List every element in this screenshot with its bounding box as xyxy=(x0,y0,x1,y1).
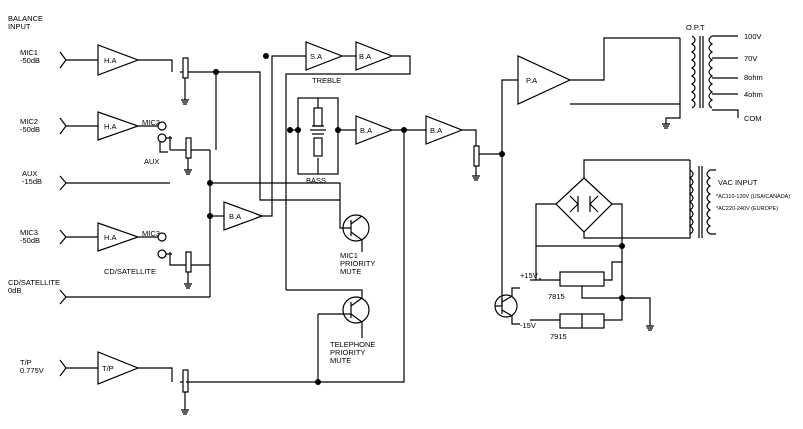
mic2-aux-switch-contact xyxy=(157,133,167,143)
reg-7815-label: 7815 xyxy=(548,292,565,301)
tone-buffer-amp-label: B.A xyxy=(360,126,372,135)
mic2-head-amp-label: H.A xyxy=(104,122,117,131)
mic1-head-amp xyxy=(97,44,140,76)
vac-input-label: VAC INPUT xyxy=(718,178,758,187)
mixer-buffer-amp xyxy=(223,201,264,231)
out-com-label: COM xyxy=(744,114,762,123)
power-amp-label: P.A xyxy=(526,76,537,85)
tp-volume-pot xyxy=(182,369,189,393)
reg-7915-label: 7915 xyxy=(550,332,567,341)
out-4ohm-label: 4ohm xyxy=(744,90,763,99)
opt-label: O.P.T xyxy=(686,23,705,32)
plus15v-label: +15V xyxy=(520,271,538,280)
treble-pot xyxy=(313,107,323,127)
out-8ohm-label: 8ohm xyxy=(744,73,763,82)
power-amp xyxy=(517,55,572,105)
out-100v-label: 100V xyxy=(744,32,762,41)
supply-transistor xyxy=(494,154,520,325)
mic2-switch-label: MIC2 xyxy=(142,118,160,127)
bridge-rectifier xyxy=(535,159,625,249)
top-buffer-amp xyxy=(355,41,394,71)
bass-label: BASS xyxy=(306,176,326,185)
sa-amp-label: S.A xyxy=(310,52,322,61)
mains-transformer xyxy=(620,159,716,239)
tp-amp-label: T/P xyxy=(102,364,114,373)
output-transformer xyxy=(662,35,739,129)
mic1-mute-transistor xyxy=(339,212,370,252)
tone-control-network xyxy=(287,97,356,175)
tp-amp xyxy=(97,351,140,385)
mic1-volume-pot xyxy=(182,57,189,79)
minus15v-label: -15V xyxy=(520,321,536,330)
mic3-switch-contact xyxy=(157,232,167,242)
mic3-input-label: MIC3-50dB xyxy=(20,228,40,245)
input-jacks xyxy=(59,51,210,377)
bass-pot xyxy=(313,137,323,157)
voltage-regulators xyxy=(530,246,654,331)
mic3-head-amp xyxy=(97,222,140,252)
aux-input-label: AUX-15dB xyxy=(22,169,42,186)
out-70v-label: 70V xyxy=(744,54,757,63)
sa-amp xyxy=(305,41,344,71)
mic2-switch-contact xyxy=(157,121,167,131)
mixer-buffer-amp-label: B.A xyxy=(229,212,241,221)
tone-buffer-amp xyxy=(355,115,394,145)
mic3-switch-label: MIC3 xyxy=(142,229,160,238)
final-buffer-amp xyxy=(425,115,464,145)
mic1-input-label: MIC1-50dB xyxy=(20,48,40,65)
mic2-head-amp xyxy=(97,111,140,141)
mic3-volume-pot xyxy=(185,251,192,273)
mic3-head-amp-label: H.A xyxy=(104,233,117,242)
master-volume-pot xyxy=(473,145,480,167)
treble-label: TREBLE xyxy=(312,76,341,85)
telephone-mute-transistor xyxy=(286,289,370,382)
mic1-head-amp-label: H.A xyxy=(104,56,117,65)
cd-satellite-switch-label: CD/SATELLITE xyxy=(104,267,156,276)
mic2-volume-pot xyxy=(185,137,192,159)
mic2-input-label: MIC2-50dB xyxy=(20,117,40,134)
final-buffer-amp-label: B.A xyxy=(430,126,442,135)
vac-europe-label: *AC220-240V (EUROPE) xyxy=(716,206,778,212)
cd-switch-contact xyxy=(157,249,167,259)
aux-switch-label: AUX xyxy=(144,157,159,166)
top-buffer-amp-label: B.A xyxy=(359,52,371,61)
vac-usa-label: *AC110-120V (USA/CANADA) xyxy=(716,194,790,200)
